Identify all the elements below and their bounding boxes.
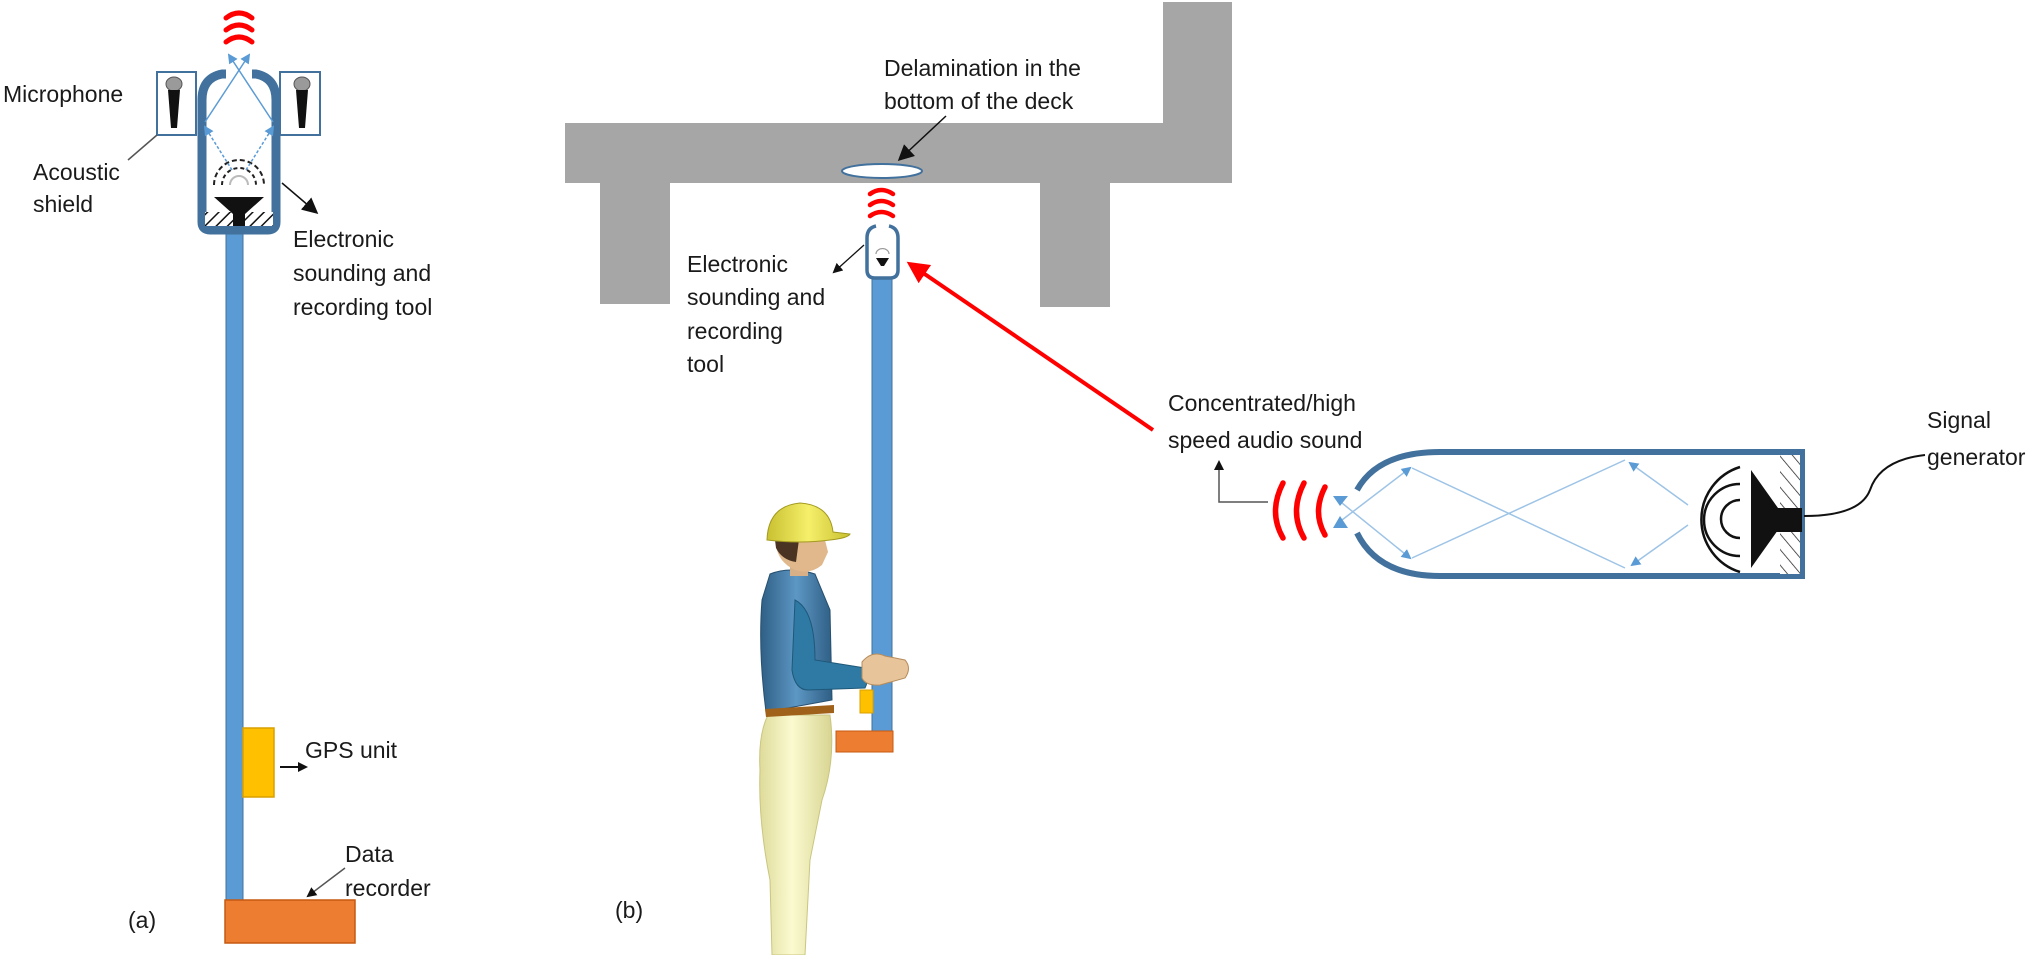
label-microphone: Microphone: [3, 81, 123, 107]
zoom-arrow: [906, 261, 1155, 432]
reflection-rays: [203, 53, 275, 171]
label-signal-2: generator: [1927, 444, 2026, 470]
label-gps: GPS unit: [305, 737, 398, 763]
hatched-mount: [1780, 532, 1800, 574]
speaker-icon: [214, 197, 264, 226]
sound-wave-icon: [223, 10, 255, 45]
sound-arcs: [213, 159, 265, 186]
sound-arcs: [1700, 465, 1741, 574]
hard-hat: [766, 502, 851, 543]
pole: [225, 231, 244, 903]
tool-leader: [281, 182, 319, 214]
microphone-icon: [293, 76, 311, 128]
label-signal-1: Signal: [1927, 407, 1991, 433]
shield-leader: [127, 134, 158, 161]
signal-cable: [1803, 454, 1926, 517]
worker-figure: [759, 502, 909, 955]
label-delamination-2: bottom of the deck: [884, 88, 1074, 114]
tool-head-small: [865, 224, 900, 280]
worker-legs: [759, 714, 833, 955]
panel-a: Microphone Acoustic shield Electronic so…: [3, 10, 432, 944]
microphone-icon: [165, 76, 183, 128]
label-tool-1: Electronic: [293, 226, 394, 252]
data-recorder: [835, 730, 894, 753]
delamination-leader: [897, 115, 947, 162]
label-tool-b-3: recording: [687, 318, 783, 344]
worker-belt: [765, 705, 834, 717]
acoustic-shield: [197, 69, 281, 235]
label-recorder-2: recorder: [345, 875, 431, 901]
left-girder: [600, 183, 670, 304]
label-sound-1: Concentrated/high: [1168, 390, 1356, 416]
delamination: [841, 163, 923, 179]
tool-leader: [832, 244, 865, 274]
recorder-leader: [306, 867, 346, 898]
label-tool-b-1: Electronic: [687, 251, 788, 277]
tube-shell: [1354, 449, 1805, 579]
label-tool-b-4: tool: [687, 351, 724, 377]
sound-wave-icon: [1272, 480, 1328, 541]
speaker-icon: [1751, 470, 1802, 568]
label-acoustic-shield-1: Acoustic: [33, 159, 120, 185]
worker-hand: [861, 653, 909, 686]
label-delamination-1: Delamination in the: [884, 55, 1081, 81]
panel-label-b: (b): [615, 897, 643, 923]
panel-b: Delamination in the bottom of the deck E…: [565, 2, 2026, 955]
data-recorder: [224, 899, 356, 944]
label-tool-b-2: sounding and: [687, 284, 825, 310]
sound-leader: [1214, 460, 1268, 503]
right-girder: [1040, 183, 1110, 307]
deck-wall: [1163, 2, 1232, 183]
label-acoustic-shield-2: shield: [33, 191, 93, 217]
panel-label-a: (a): [128, 907, 156, 933]
label-tool-2: sounding and: [293, 260, 431, 286]
hatched-mount: [1780, 455, 1800, 508]
label-recorder-1: Data: [345, 841, 394, 867]
label-tool-3: recording tool: [293, 294, 432, 320]
sound-wave-icon: [867, 187, 896, 219]
microphone-left: [156, 71, 197, 136]
gps-unit: [859, 689, 874, 714]
microphone-right: [279, 71, 321, 136]
gps-unit: [242, 727, 275, 798]
reflection-rays: [1341, 459, 1689, 569]
label-sound-2: speed audio sound: [1168, 427, 1362, 453]
enlarged-tool: [1272, 449, 1926, 579]
